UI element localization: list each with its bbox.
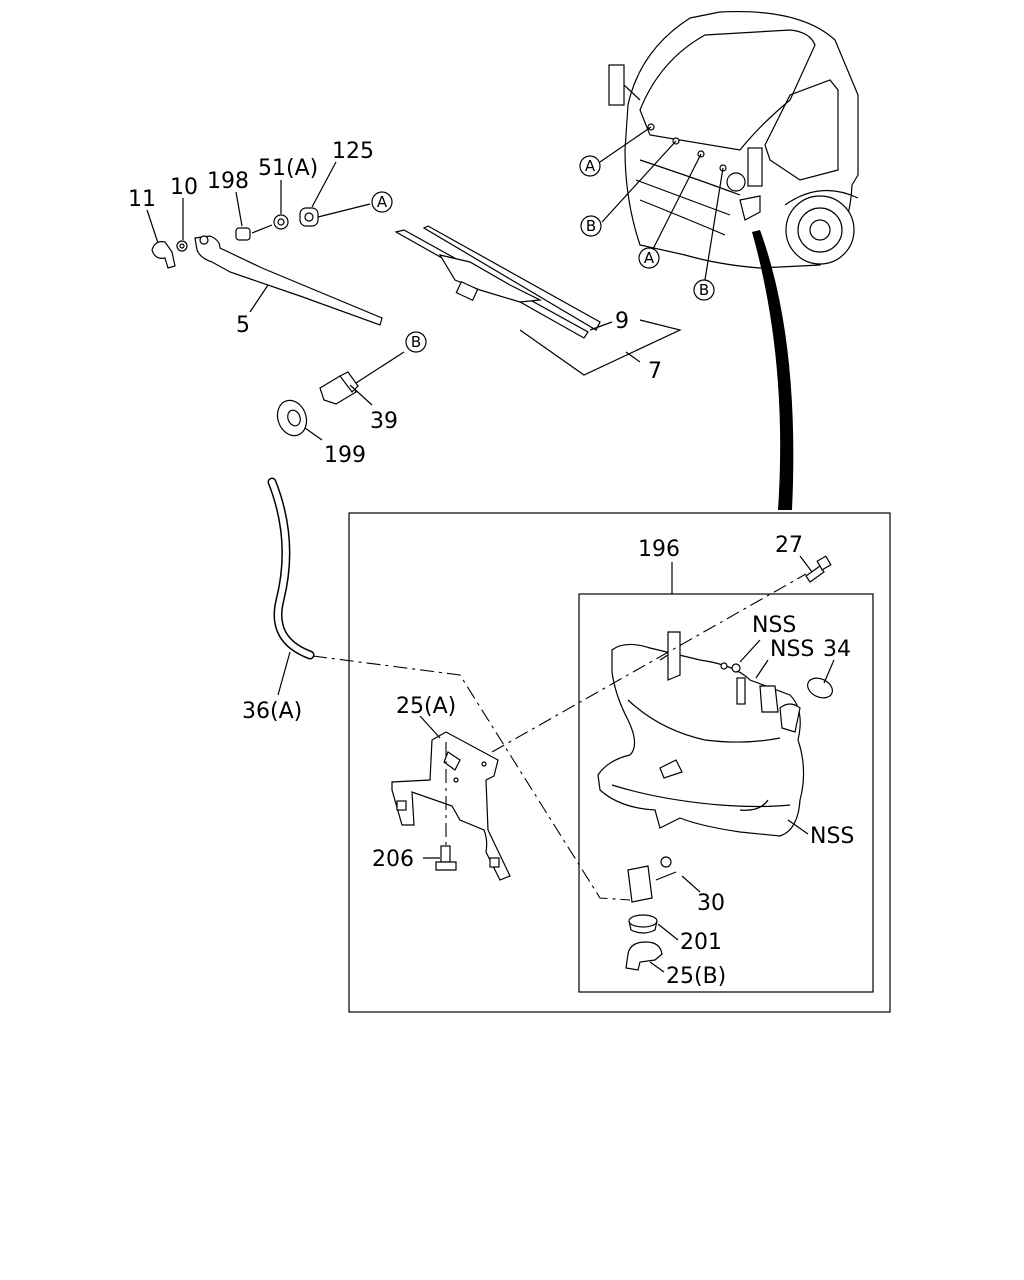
callout-125: 125 (332, 139, 374, 164)
wiper-arm-group (151, 203, 383, 326)
callout-206: 206 (372, 847, 414, 872)
callout-leaders (146, 161, 835, 973)
callout-10: 10 (170, 175, 198, 200)
tank-cap (807, 677, 833, 699)
detail-frame-inner (578, 593, 874, 993)
callout-36a: 36(A) (242, 699, 302, 724)
bolt-206 (435, 845, 457, 871)
callout-25a: 25(A) (396, 694, 456, 719)
ref-marker-b-cab-2: B (693, 279, 715, 301)
callout-11: 11 (128, 187, 156, 212)
detail-leader (752, 230, 794, 510)
callout-27: 27 (775, 533, 803, 558)
svg-text:B: B (586, 217, 596, 235)
callout-201: 201 (680, 930, 722, 955)
wiper-pivot-group (276, 351, 405, 437)
svg-text:A: A (585, 157, 596, 175)
ref-marker-b-cab-1: B (580, 215, 602, 237)
svg-text:A: A (644, 249, 655, 267)
callout-196: 196 (638, 537, 680, 562)
callout-nss-3: NSS (810, 824, 854, 849)
bracket-25a (391, 731, 511, 881)
callout-nss-1: NSS (752, 613, 796, 638)
ref-marker-a-cab-1: A (579, 155, 601, 177)
bolt-27 (805, 555, 832, 583)
callout-34: 34 (823, 637, 851, 662)
washer-hose (267, 477, 315, 660)
washer-tank (597, 631, 805, 837)
callout-25b: 25(B) (666, 964, 726, 989)
callout-39: 39 (370, 409, 398, 434)
bolt-axis-line (491, 573, 807, 753)
callout-199: 199 (324, 443, 366, 468)
svg-text:B: B (411, 333, 421, 351)
ref-marker-a-arm: A (371, 191, 393, 213)
ref-marker-a-cab-2: A (638, 247, 660, 269)
callout-5: 5 (236, 313, 250, 338)
callout-30: 30 (697, 891, 725, 916)
truck-cab-drawing (599, 10, 859, 287)
callout-51a: 51(A) (258, 156, 318, 181)
svg-text:B: B (699, 281, 709, 299)
callout-9: 9 (615, 309, 629, 334)
hose-route-line (312, 655, 631, 901)
svg-text:A: A (377, 193, 388, 211)
detail-frame-outer (348, 512, 891, 1013)
callout-nss-2: NSS (770, 637, 814, 662)
pump-assembly (625, 856, 672, 971)
ref-marker-b-pivot: B (405, 331, 427, 353)
callout-198: 198 (207, 169, 249, 194)
wiper-blade-group (394, 225, 601, 339)
callout-7: 7 (648, 359, 662, 384)
